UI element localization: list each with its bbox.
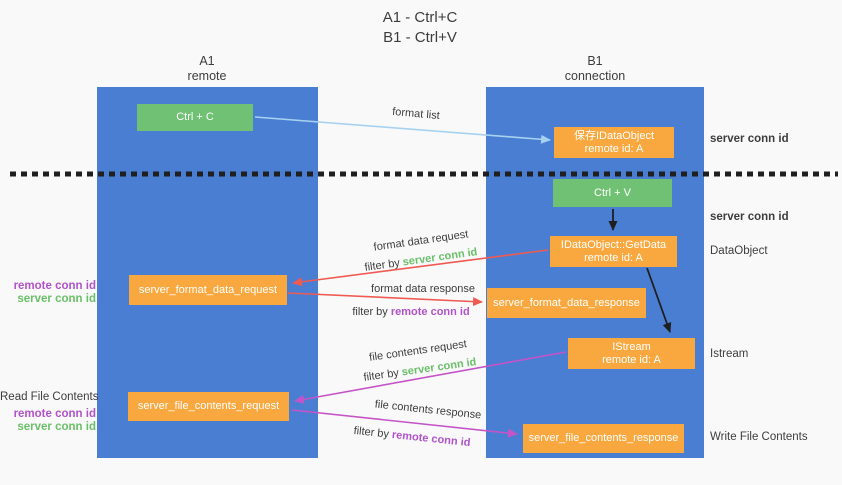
node-save-idataobject: 保存IDataObject remote id: A bbox=[554, 127, 674, 158]
node-istream-line1: IStream bbox=[612, 340, 651, 353]
lane-a1-header: A1 remote bbox=[188, 54, 227, 84]
lane-a1-subtitle: remote bbox=[187, 69, 227, 83]
server-conn-id-text: server conn id bbox=[400, 356, 478, 379]
title-line-2: B1 - Ctrl+V bbox=[383, 29, 457, 46]
lane-a1-name: A1 bbox=[199, 54, 215, 68]
title-line-1: A1 - Ctrl+C bbox=[382, 9, 458, 26]
istream-label: Istream bbox=[710, 348, 749, 360]
node-ctrl-c: Ctrl + C bbox=[137, 104, 253, 131]
node-server-format-data-response-label: server_format_data_response bbox=[493, 296, 640, 309]
server-conn-id-text: server conn id bbox=[401, 246, 479, 269]
node-istream: IStream remote id: A bbox=[568, 338, 695, 369]
remote-conn-id-text: remote conn id bbox=[391, 428, 471, 450]
format-data-response-label: format data response bbox=[371, 283, 475, 295]
lane-b1-subtitle: connection bbox=[564, 69, 626, 83]
node-istream-line2: remote id: A bbox=[602, 353, 661, 366]
node-getdata: IDataObject::GetData remote id: A bbox=[550, 236, 677, 267]
format-data-response-filter-label: filter by remote conn id bbox=[352, 306, 469, 318]
server-conn-id-annotation: server conn id bbox=[710, 211, 789, 223]
node-getdata-line1: IDataObject::GetData bbox=[560, 238, 667, 251]
server-conn-id-annotation: server conn id bbox=[17, 420, 96, 433]
file-request-conn-ids: remote conn id server conn id bbox=[0, 408, 96, 433]
node-getdata-line2: remote id: A bbox=[584, 251, 643, 264]
node-server-format-data-request: server_format_data_request bbox=[129, 275, 287, 305]
dataobject-label: DataObject bbox=[710, 245, 768, 257]
node-save-idataobject-line1: 保存IDataObject bbox=[573, 129, 655, 142]
format-request-conn-ids: remote conn id server conn id bbox=[0, 280, 96, 305]
read-file-contents-label: Read File Contents bbox=[0, 391, 99, 403]
server-conn-id-annotation: server conn id bbox=[17, 292, 96, 305]
file-contents-response-label: file contents response bbox=[374, 398, 482, 422]
node-ctrl-c-label: Ctrl + C bbox=[176, 111, 214, 123]
filter-by-text: filter by bbox=[352, 306, 391, 318]
filter-by-text: filter by bbox=[362, 366, 403, 384]
node-server-file-contents-response-label: server_file_contents_response bbox=[528, 432, 679, 444]
node-server-file-contents-request: server_file_contents_request bbox=[128, 392, 289, 421]
node-server-format-data-response: server_format_data_response bbox=[487, 288, 646, 318]
remote-conn-id-annotation: remote conn id bbox=[13, 280, 96, 292]
node-server-file-contents-response: server_file_contents_response bbox=[523, 424, 684, 453]
node-ctrl-v-label: Ctrl + V bbox=[594, 186, 631, 199]
write-file-contents-label: Write File Contents bbox=[710, 431, 808, 443]
lane-b1-header: B1 connection bbox=[565, 54, 625, 84]
node-ctrl-v: Ctrl + V bbox=[553, 179, 672, 207]
node-server-format-data-request-label: server_format_data_request bbox=[138, 283, 278, 296]
lane-b1-name: B1 bbox=[587, 54, 603, 68]
node-server-file-contents-request-label: server_file_contents_request bbox=[137, 400, 280, 412]
node-save-idataobject-line2: remote id: A bbox=[584, 142, 644, 155]
format-list-label: format list bbox=[391, 105, 441, 123]
file-contents-response-filter-label: filter by remote conn id bbox=[353, 425, 471, 449]
diagram-title: A1 - Ctrl+C B1 - Ctrl+V bbox=[383, 8, 458, 48]
filter-by-text: filter by bbox=[363, 256, 404, 274]
filter-by-text: filter by bbox=[353, 424, 393, 441]
remote-conn-id-annotation: remote conn id bbox=[13, 408, 96, 420]
remote-conn-id-text: remote conn id bbox=[390, 306, 470, 318]
server-conn-id-annotation: server conn id bbox=[710, 133, 789, 145]
